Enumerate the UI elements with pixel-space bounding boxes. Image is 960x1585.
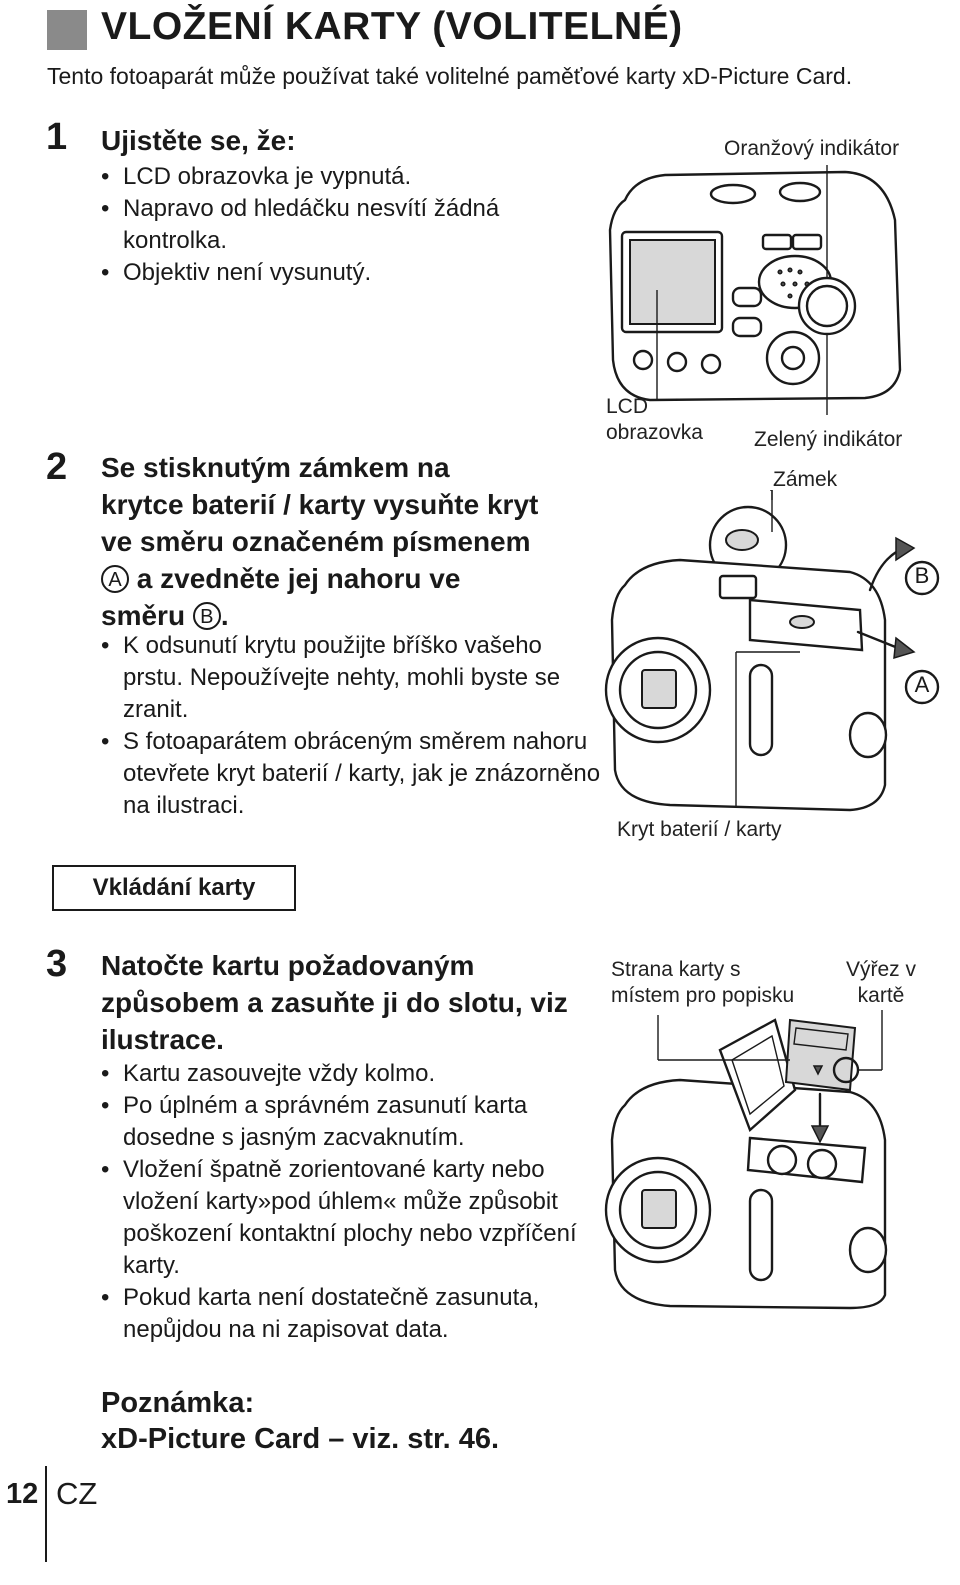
step-3-bullets: Kartu zasouvejte vždy kolmo. Po úplném a… — [101, 1058, 606, 1346]
page-number: 12 — [6, 1478, 39, 1510]
arrow-b-head — [895, 536, 916, 562]
insert-arrow-head — [810, 1125, 830, 1144]
step-2-heading-line: Se stisknutým zámkem na — [101, 452, 450, 483]
card-label-area — [793, 1027, 849, 1051]
list-item: Napravo od hledáčku nesvítí žádná kontro… — [101, 193, 571, 257]
list-item: LCD obrazovka je vypnutá. — [101, 161, 571, 193]
step-1-heading: Ujistěte se, že: — [101, 125, 296, 156]
language-code: CZ — [56, 1476, 98, 1511]
note: Poznámka: xD-Picture Card – viz. str. 46… — [101, 1385, 499, 1457]
note-label: Poznámka: — [101, 1387, 255, 1419]
step-2-heading-line: směru B. — [101, 597, 611, 634]
step-2-heading-line: ve směru označeném písmenem — [101, 526, 531, 557]
step-2-bullets: K odsunutí krytu použijte bříško vašeho … — [101, 630, 601, 822]
step-1-bullets: LCD obrazovka je vypnutá. Napravo od hle… — [101, 161, 571, 289]
zoom-dial-inner — [805, 284, 849, 328]
flash-window — [791, 233, 823, 251]
step-2-heading: Se stisknutým zámkem na krytce baterií /… — [101, 449, 611, 634]
card-insertion-illustration — [604, 1010, 888, 1310]
letter-a-circle: A — [101, 565, 129, 593]
small-button — [731, 286, 763, 308]
list-item: Objektiv není vysunutý. — [101, 257, 571, 289]
letter-b-circle: B — [192, 602, 221, 630]
arrow-a-label: A — [914, 672, 930, 697]
lcd-screen — [629, 239, 716, 325]
cover-inner — [731, 1034, 785, 1116]
ok-button — [780, 345, 806, 371]
step-2-heading-line: A a zvedněte jej nahoru ve — [101, 560, 611, 597]
step-2-heading-text: směru — [101, 600, 186, 631]
notch-label-line: kartě — [857, 984, 905, 1007]
notch-label-line: Výřez v — [846, 958, 917, 981]
step-3-heading: Natočte kartu požadovaným způsobem a zas… — [101, 950, 568, 1055]
list-item: S fotoaparátem obráceným směrem nahoru o… — [101, 726, 601, 822]
orange-indicator-label: Oranžový indikátor — [724, 137, 900, 160]
button — [700, 353, 722, 375]
lens-glass — [641, 669, 677, 709]
step-2-heading-line: krytce baterií / karty vysuňte kryt — [101, 489, 539, 520]
intro-text: Tento fotoaparát může používat také voli… — [47, 63, 853, 89]
grip — [748, 663, 774, 757]
step-2-heading-end: . — [220, 600, 229, 631]
small-button — [731, 316, 763, 338]
card-side-label-line: Strana karty s — [611, 958, 741, 981]
note-text: xD-Picture Card – viz. str. 46. — [101, 1423, 500, 1455]
viewfinder — [709, 183, 757, 205]
battery — [806, 1148, 838, 1180]
grip — [748, 1188, 774, 1282]
section-heading-box: Vkládání karty — [52, 865, 296, 911]
strap-lug — [848, 1226, 888, 1274]
list-item: Vložení špatně zorientované karty nebo v… — [101, 1154, 606, 1282]
lcd-label: LCD obrazovka — [606, 394, 703, 446]
tripod-socket — [718, 574, 758, 600]
lcd-label-line: obrazovka — [606, 421, 703, 444]
lock-label: Zámek — [773, 468, 838, 491]
page-title: VLOŽENÍ KARTY (VOLITELNÉ) — [101, 5, 683, 48]
cover-label: Kryt baterií / karty — [617, 818, 782, 841]
arrow-a-shaft — [856, 630, 900, 650]
flash-window — [761, 233, 793, 251]
mode-button — [778, 181, 822, 203]
green-indicator-label: Zelený indikátor — [754, 428, 903, 451]
arrow-a-head — [893, 636, 916, 660]
step-1-number: 1 — [46, 116, 68, 158]
card-side-label-line: místem pro popisku — [611, 984, 795, 1007]
list-item: Kartu zasouvejte vždy kolmo. — [101, 1058, 606, 1090]
open-battery-cover — [718, 1018, 797, 1133]
xd-card — [784, 1018, 857, 1092]
title-marker — [47, 10, 87, 50]
arrow-b-label-circle — [904, 560, 940, 596]
step-3-number: 3 — [46, 943, 68, 985]
camera-back-illustration — [608, 165, 902, 415]
battery — [766, 1144, 798, 1176]
lens-glass — [641, 1189, 677, 1229]
list-item: Po úplném a správném zasunutí karta dose… — [101, 1090, 606, 1154]
arrow-a-label-circle — [904, 669, 940, 705]
arrow-b-label: B — [914, 563, 930, 588]
button — [666, 351, 688, 373]
footer-divider — [45, 1466, 47, 1562]
card-side-label: Strana karty s místem pro popisku — [611, 957, 794, 1009]
step-2-number: 2 — [46, 446, 68, 488]
battery-cover-illustration — [604, 490, 940, 812]
list-item: Pokud karta není dostatečně zasunuta, ne… — [101, 1282, 606, 1346]
notch-label: Výřez v kartě — [846, 957, 916, 1009]
lcd-label-line: LCD — [606, 395, 649, 418]
card-arrow-icon — [812, 1065, 824, 1076]
list-item: K odsunutí krytu použijte bříško vašeho … — [101, 630, 601, 726]
lock-button — [789, 615, 815, 629]
strap-lug — [848, 711, 888, 759]
lock-button — [725, 529, 759, 551]
step-2-heading-text: a zvedněte jej nahoru ve — [136, 563, 461, 594]
button — [632, 349, 654, 371]
